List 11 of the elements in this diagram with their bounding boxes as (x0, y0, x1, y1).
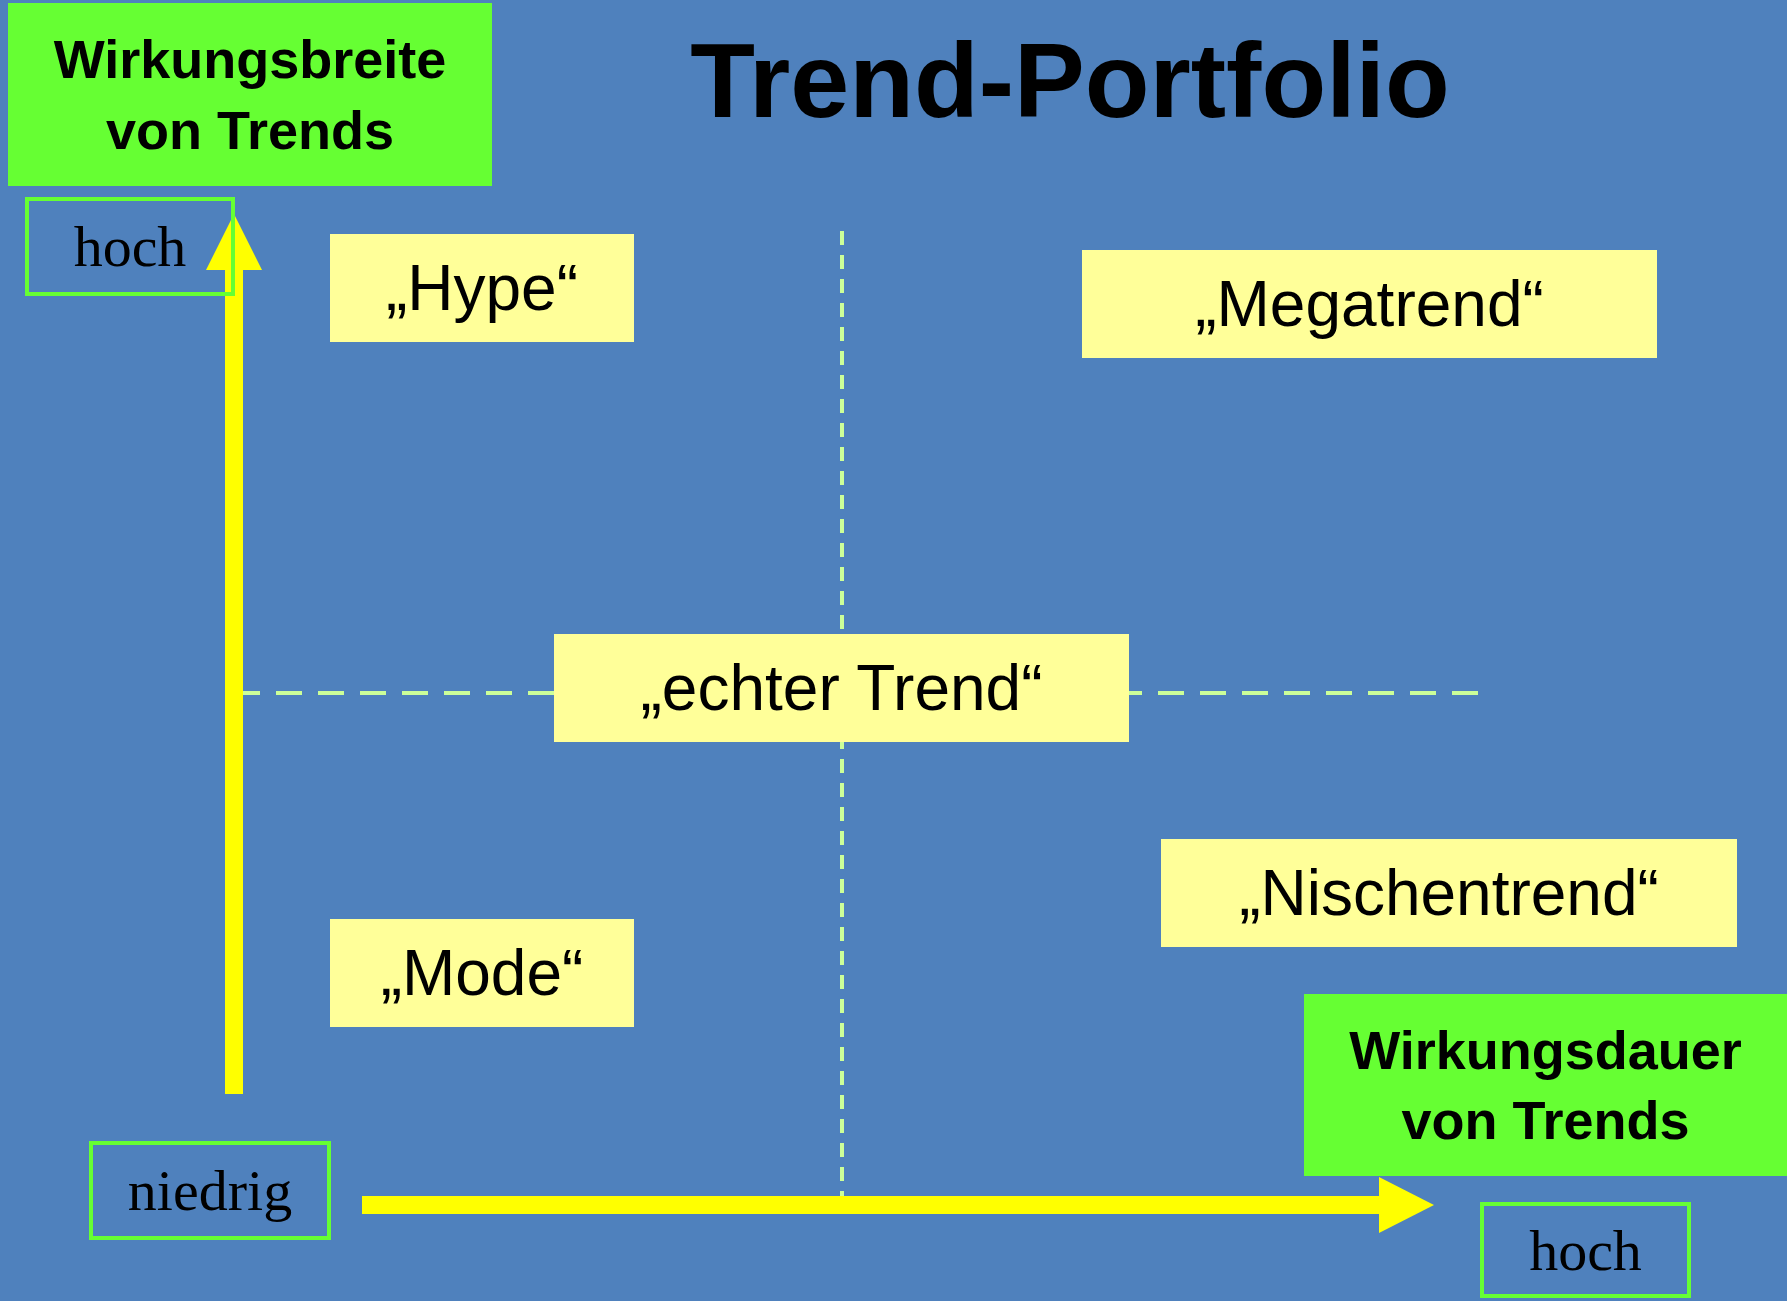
quadrant-label: „Mode“ (330, 919, 634, 1027)
axis-value-label: niedrig (89, 1141, 331, 1240)
axis-title: Wirkungsdauer von Trends (1304, 994, 1787, 1176)
quadrant-label: „echter Trend“ (554, 634, 1129, 742)
title: Trend-Portfolio (689, 20, 1451, 141)
axis-value-label: hoch (1480, 1202, 1691, 1298)
quadrant-label: „Nischentrend“ (1161, 839, 1737, 947)
axis-title: Wirkungsbreite von Trends (8, 3, 492, 186)
axis-value-label: hoch (25, 197, 235, 296)
quadrant-label: „Megatrend“ (1082, 250, 1657, 358)
quadrant-label: „Hype“ (330, 234, 634, 342)
